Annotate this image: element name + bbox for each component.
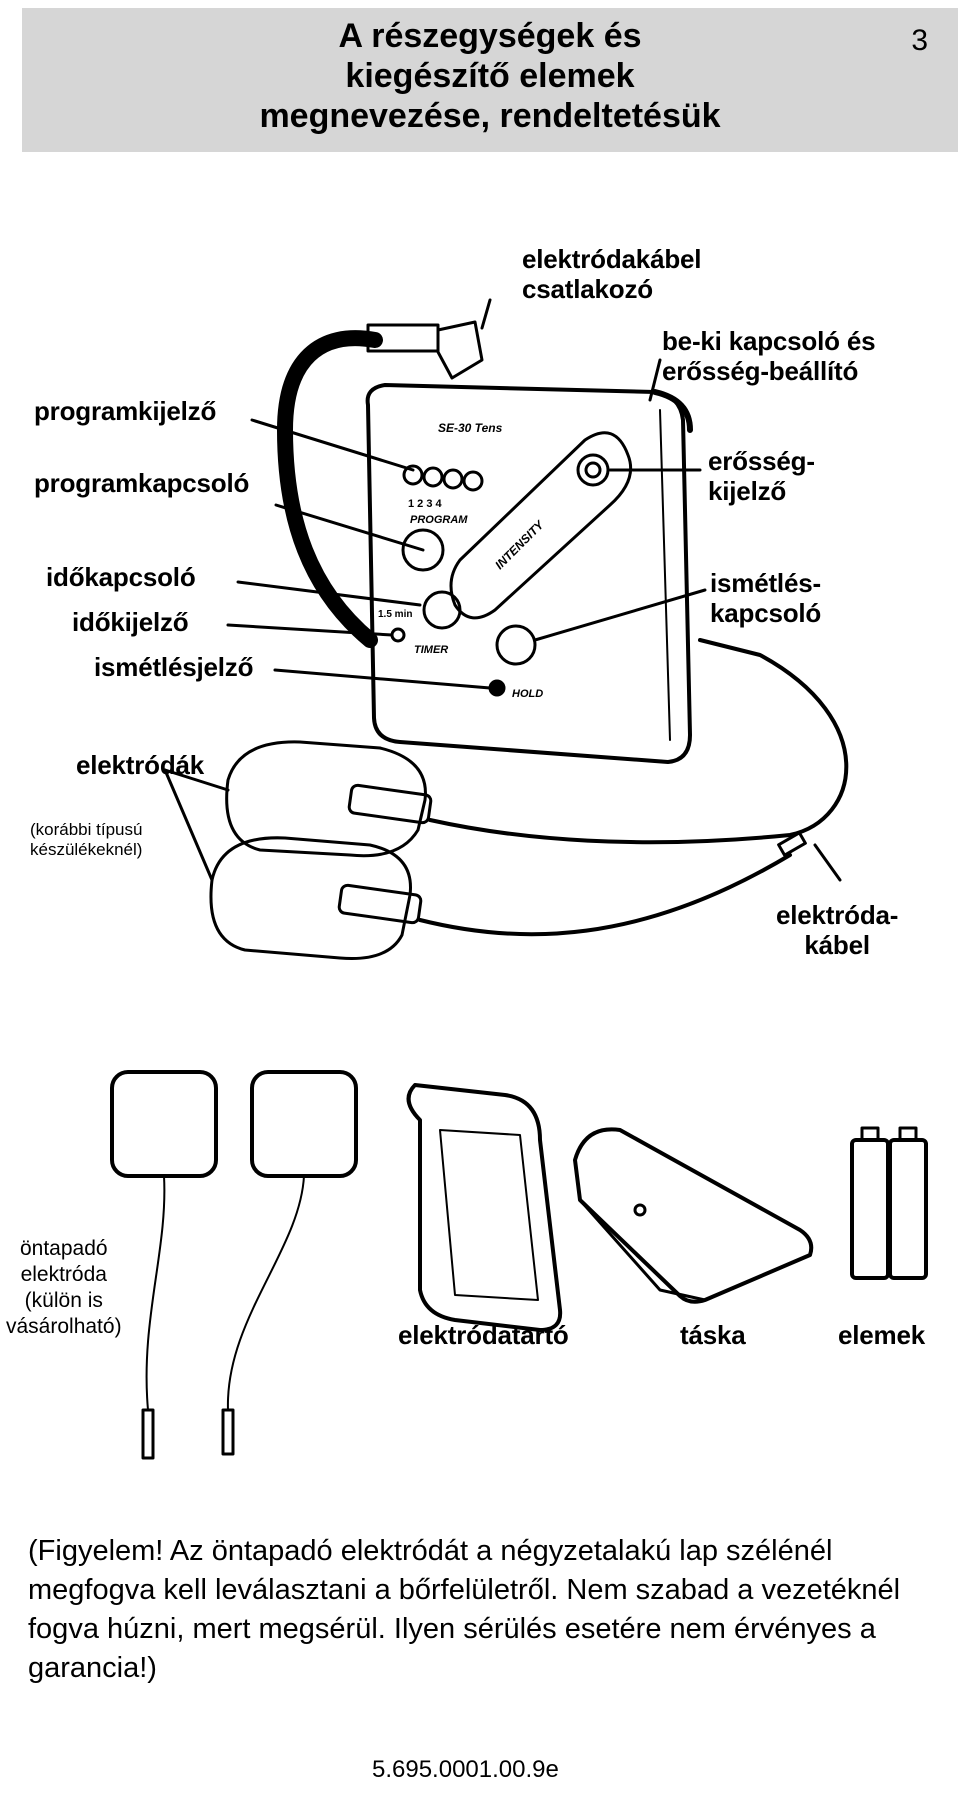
label-bag: táska	[680, 1320, 746, 1350]
adhesive-electrode-1	[110, 1070, 218, 1178]
battery-2	[888, 1138, 928, 1280]
timer-button	[422, 590, 462, 630]
connector-head	[436, 320, 484, 380]
adhesive-electrode-plug-2	[221, 1408, 235, 1456]
hold-label: HOLD	[512, 688, 543, 700]
page-number: 3	[911, 24, 928, 57]
hold-light	[488, 679, 506, 697]
label-timer-display: időkijelző	[72, 607, 189, 637]
timer-label: TIMER	[414, 644, 448, 656]
electrode-cable-upper	[428, 638, 849, 845]
label-cable-connector: elektródakábel csatlakozó	[522, 244, 702, 304]
electrode-plug-1	[347, 783, 433, 825]
electrode-holder-outline	[406, 1083, 563, 1332]
intensity-knob	[576, 453, 610, 487]
adhesive-electrode-plug-1	[141, 1408, 155, 1460]
program-light-4	[462, 470, 484, 492]
program-numbers: 1 2 3 4	[408, 498, 443, 510]
bag-outline	[573, 1127, 814, 1304]
label-intensity-display: erősség- kijelző	[708, 446, 815, 506]
program-light-3	[442, 468, 464, 490]
program-light-2	[422, 466, 444, 488]
warning-paragraph: (Figyelem! Az öntapadó elektródát a négy…	[28, 1535, 901, 1684]
device-model-text: SE-30 Tens	[438, 421, 503, 435]
label-electrode-holder: elektródatartó	[398, 1320, 569, 1350]
electrode-plug-2	[337, 883, 423, 925]
program-light-1	[402, 464, 424, 486]
label-timer-switch: időkapcsoló	[46, 562, 196, 592]
label-electrode-cable: elektróda- kábel	[776, 900, 899, 960]
program-label: PROGRAM	[410, 514, 468, 526]
adhesive-electrode-2	[250, 1070, 358, 1178]
title-banner: A részegységek és kiegészítő elemek megn…	[22, 8, 958, 152]
note-adhesive-electrode: öntapadó elektróda (külön is vásárolható…	[6, 1237, 122, 1338]
document-number: 5.695.0001.00.9e	[372, 1756, 559, 1783]
electrode-pad-1	[225, 740, 427, 858]
program-button	[401, 528, 445, 572]
page-title: A részegységek és kiegészítő elemek megn…	[259, 17, 721, 135]
electrode-cable-lower	[418, 853, 792, 937]
label-repeat-switch: ismétlés- kapcsoló	[710, 568, 822, 628]
electrode-pad-2	[209, 836, 412, 961]
intensity-label: INTENSITY	[492, 517, 547, 572]
battery-1	[850, 1138, 890, 1280]
label-power-switch: be-ki kapcsoló és erősség-beállító	[662, 326, 876, 386]
timer-value: 1.5 min	[378, 609, 412, 620]
label-program-switch: programkapcsoló	[34, 468, 250, 498]
note-older-devices: (korábbi típusú készülékeknél)	[30, 820, 143, 859]
label-program-display: programkijelző	[34, 396, 217, 426]
label-electrodes: elektródák	[76, 750, 205, 780]
timer-light	[390, 627, 406, 643]
device-body	[365, 383, 692, 764]
label-batteries: elemek	[838, 1320, 925, 1350]
label-repeat-indicator: ismétlésjelző	[94, 652, 254, 682]
repeat-button	[495, 624, 537, 666]
